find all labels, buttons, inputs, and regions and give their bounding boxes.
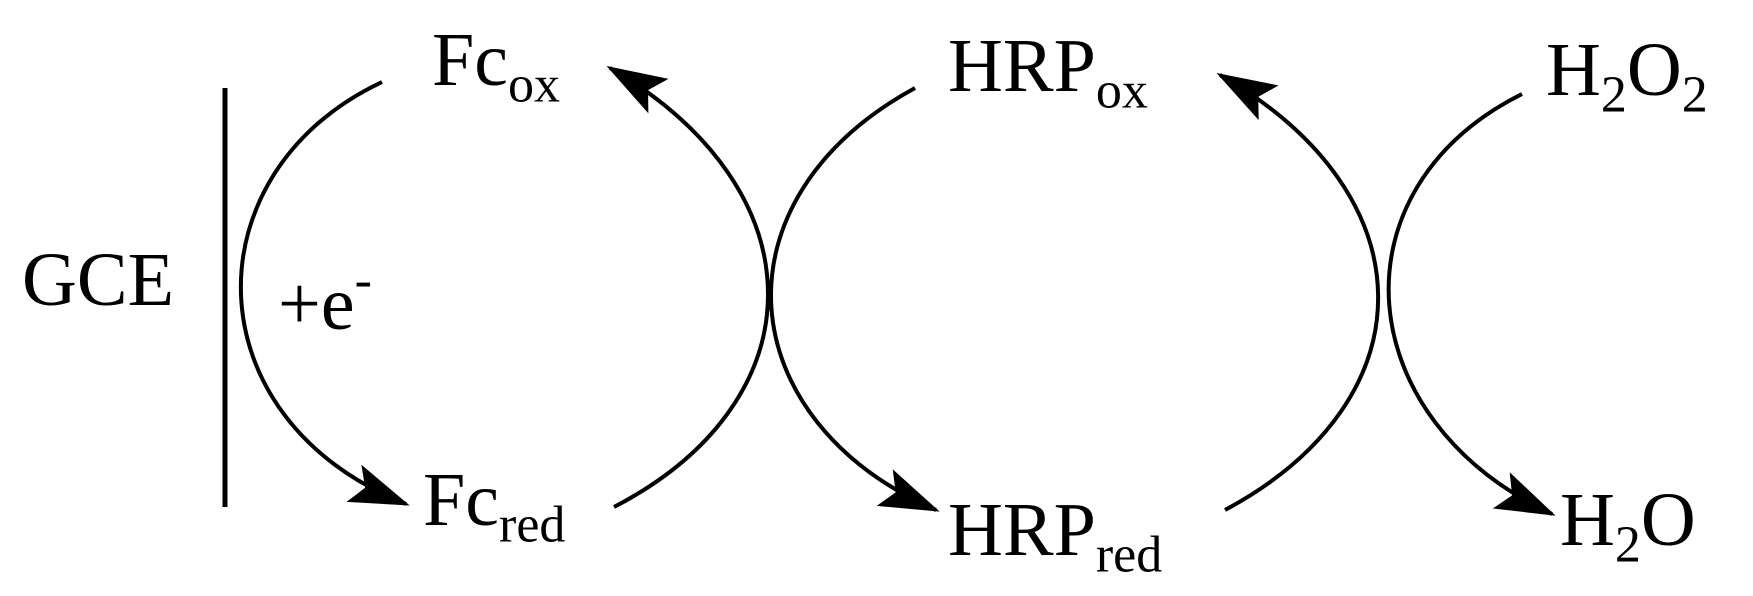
h2o2-sub1: 2 (1600, 66, 1627, 124)
arrow-fc-oxidation (606, 65, 770, 509)
fc-red-subscript: red (499, 496, 566, 554)
fc-red-base: Fc (423, 458, 499, 542)
h2o2-sub2: 2 (1681, 66, 1708, 124)
hrp-ox-base: HRP (948, 24, 1096, 108)
h2o-o: O (1640, 478, 1696, 562)
h2o-h: H (1560, 478, 1615, 562)
arrow-fc-reduction (238, 80, 410, 506)
arrow-hrp-reduction (769, 86, 940, 512)
arrow-hrp-oxidation (1216, 73, 1380, 512)
hrp-red-subscript: red (1095, 526, 1163, 584)
h2o2-o: O (1626, 28, 1682, 112)
h2o2-h: H (1546, 28, 1601, 112)
fc-red-label: Fcred (423, 462, 565, 551)
h2o-label: H2O (1560, 482, 1696, 571)
hrp-ox-label: HRPox (948, 28, 1148, 117)
fc-ox-base: Fc (432, 18, 508, 102)
electron-text: +e (278, 262, 355, 346)
fc-ox-label: Fcox (432, 22, 560, 111)
electrode-label: GCE (22, 238, 174, 322)
fc-ox-subscript: ox (508, 56, 560, 114)
h2o2-label: H2O2 (1546, 32, 1708, 121)
electron-charge: - (354, 251, 372, 309)
electron-label: +e- (278, 254, 372, 342)
hrp-red-label: HRPred (948, 492, 1162, 581)
hrp-red-base: HRP (948, 488, 1096, 572)
arrow-h2o2-reduction (1386, 92, 1556, 516)
h2o-sub1: 2 (1614, 516, 1641, 574)
hrp-ox-subscript: ox (1095, 62, 1148, 120)
